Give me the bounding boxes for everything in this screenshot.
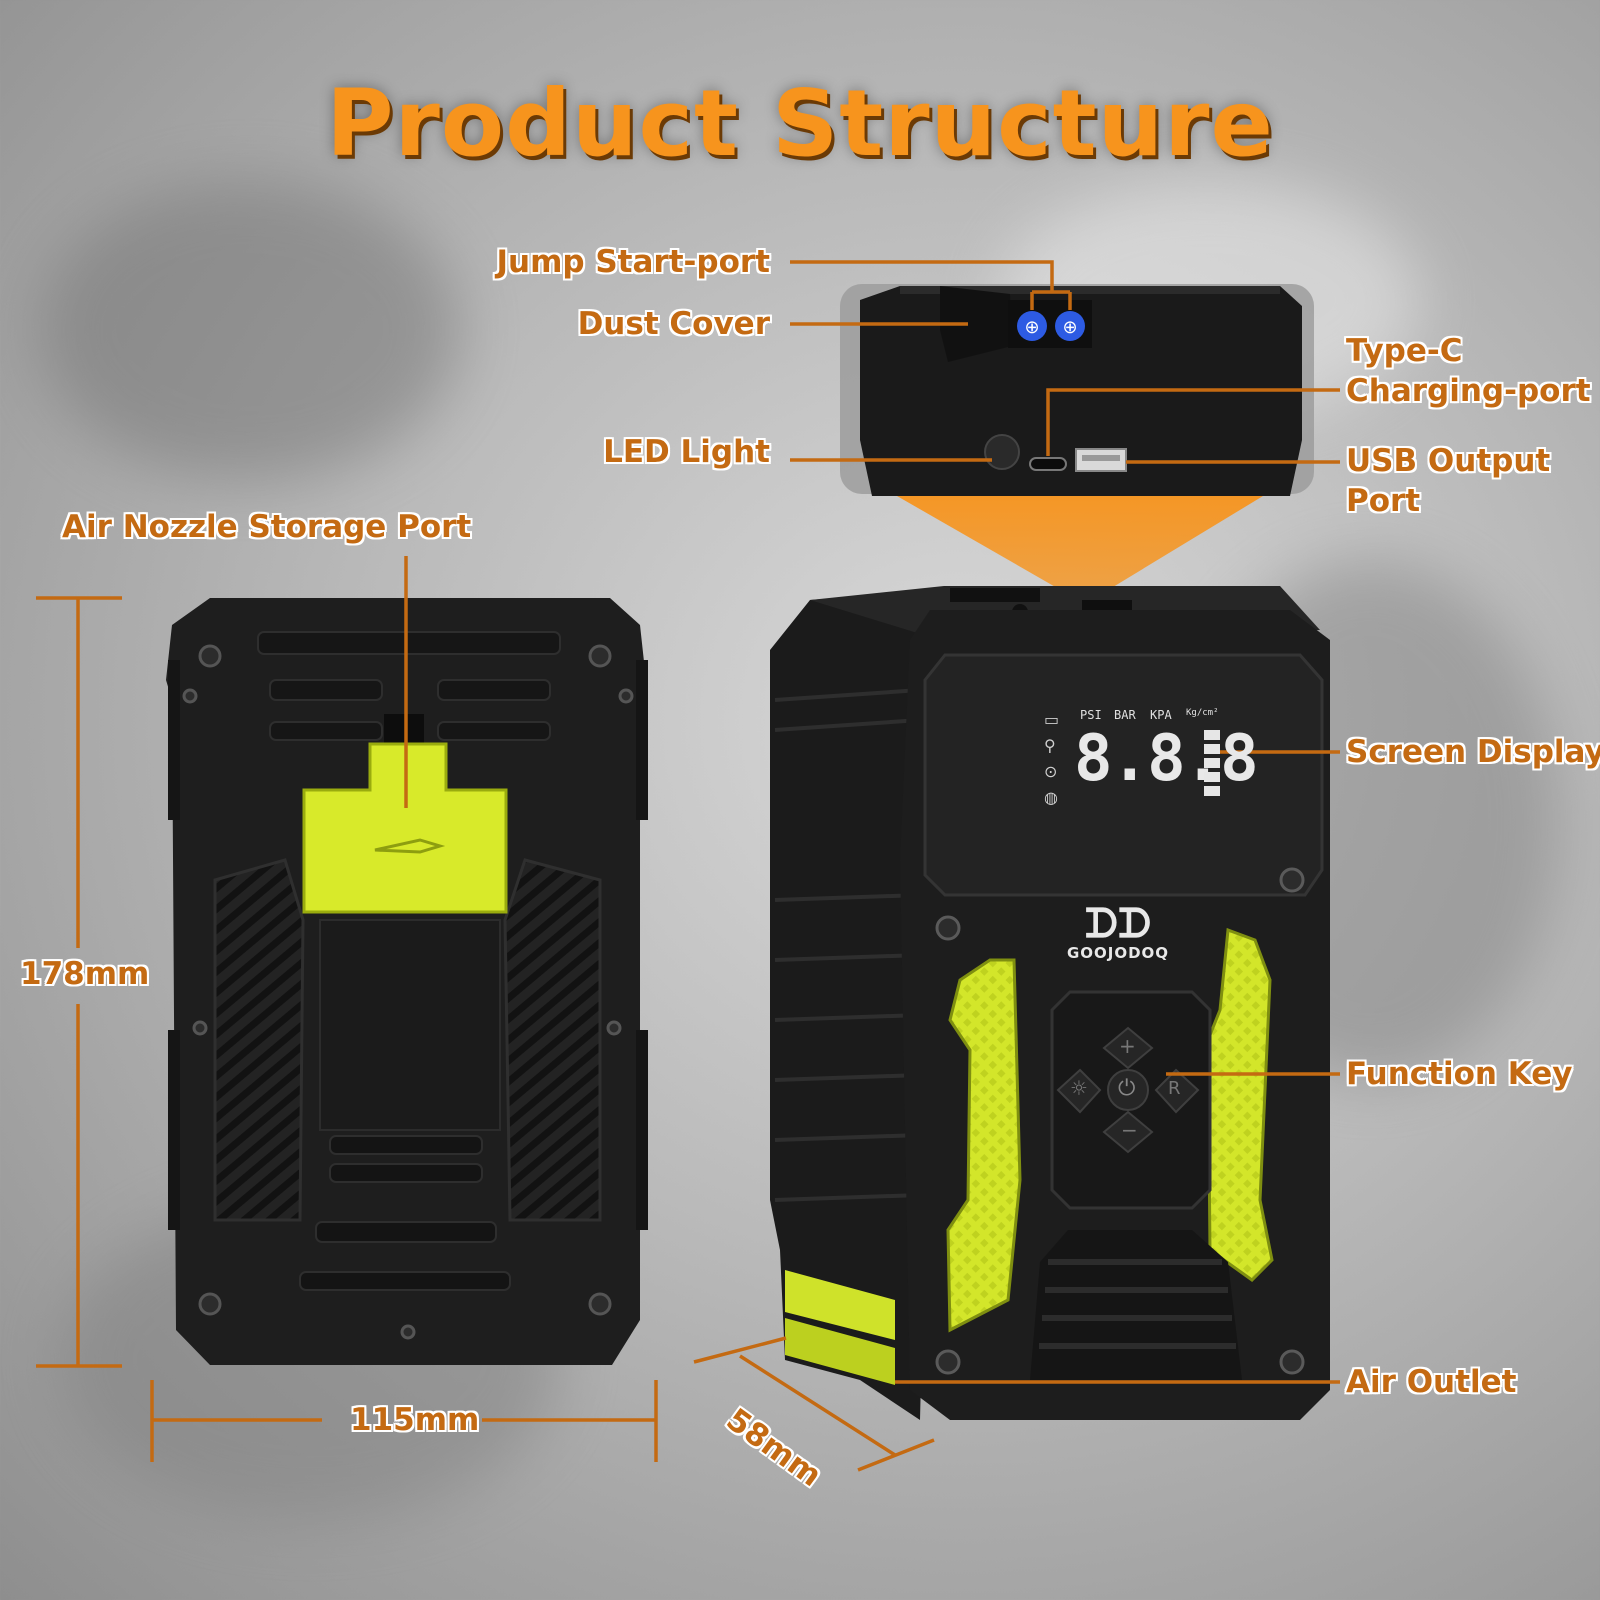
vehicle-icon-motorcycle: ⚲ — [1044, 736, 1056, 755]
label-dust-cover: Dust Cover — [577, 306, 770, 342]
leader-lines — [36, 260, 1340, 1472]
background-blob — [40, 180, 460, 480]
vehicle-icon-ball: ◍ — [1044, 788, 1058, 807]
dimension-width: 115mm — [350, 1402, 480, 1438]
label-screen-display: Screen Display — [1346, 734, 1600, 770]
label-usb-line2: Port — [1346, 483, 1421, 519]
brand-name: GOOJODOQ — [1066, 944, 1170, 962]
jump-port-right — [1055, 311, 1085, 341]
label-led-light: LED Light — [603, 434, 770, 470]
vehicle-icon-bicycle: ⊙ — [1044, 762, 1058, 781]
air-outlet — [1030, 1230, 1242, 1380]
label-type-c-line2: Charging-port — [1346, 373, 1591, 409]
led-light — [984, 434, 1020, 470]
label-air-nozzle-storage-port: Air Nozzle Storage Port — [62, 509, 472, 545]
dimension-height: 178mm — [20, 956, 150, 992]
label-type-c-line1: Type-C — [1346, 333, 1463, 369]
projection-beam — [897, 496, 1263, 604]
top-view-inset: ⊕ ⊕ — [840, 284, 1314, 604]
power-icon: ⏻ — [1118, 1076, 1136, 1101]
front-view-device — [770, 586, 1330, 1420]
key-mode — [1154, 1068, 1200, 1114]
label-air-outlet: Air Outlet — [1346, 1364, 1517, 1400]
pressure-digits: 8.8.8 — [1074, 722, 1259, 796]
page-title: Product Structure — [326, 70, 1274, 177]
logo-mark-icon: ᗪᗪ — [1084, 901, 1152, 947]
back-view-device — [166, 598, 648, 1365]
svg-text:⊕: ⊕ — [1062, 317, 1077, 338]
key-light — [1056, 1068, 1102, 1114]
screen-display — [923, 653, 1324, 897]
vehicle-icon-car: ▭ — [1044, 710, 1060, 729]
label-function-key: Function Key — [1346, 1056, 1573, 1092]
minus-icon: − — [1121, 1118, 1138, 1142]
mode-r-icon: R — [1168, 1078, 1181, 1099]
svg-text:⊕: ⊕ — [1024, 317, 1039, 338]
unit-kgcm2: Kg/cm² — [1186, 708, 1219, 718]
key-plus — [1102, 1026, 1154, 1070]
unit-bar: BAR — [1114, 708, 1136, 722]
label-jump-start-port: Jump Start-port — [496, 244, 770, 280]
jump-port-left — [1017, 311, 1047, 341]
dust-cover — [940, 286, 1012, 362]
lcd-display: ▭ ⚲ ⊙ ◍ PSI BAR KPA Kg/cm² 8.8.8 — [1040, 708, 1259, 818]
battery-level-icon — [1204, 730, 1220, 796]
plus-icon: + — [1119, 1034, 1136, 1058]
unit-kpa: KPA — [1150, 708, 1172, 722]
key-minus — [1102, 1110, 1154, 1154]
left-grip — [946, 958, 1022, 1333]
unit-psi: PSI — [1080, 708, 1102, 722]
right-grip — [1206, 927, 1274, 1282]
key-power — [1107, 1069, 1149, 1111]
type-c-port — [1029, 457, 1067, 471]
brand-logo: ᗪᗪ GOOJODOQ — [1058, 904, 1178, 962]
sun-icon: ☼ — [1070, 1076, 1088, 1100]
air-nozzle-storage-lid — [302, 742, 508, 914]
label-usb-line1: USB Output — [1346, 443, 1551, 479]
